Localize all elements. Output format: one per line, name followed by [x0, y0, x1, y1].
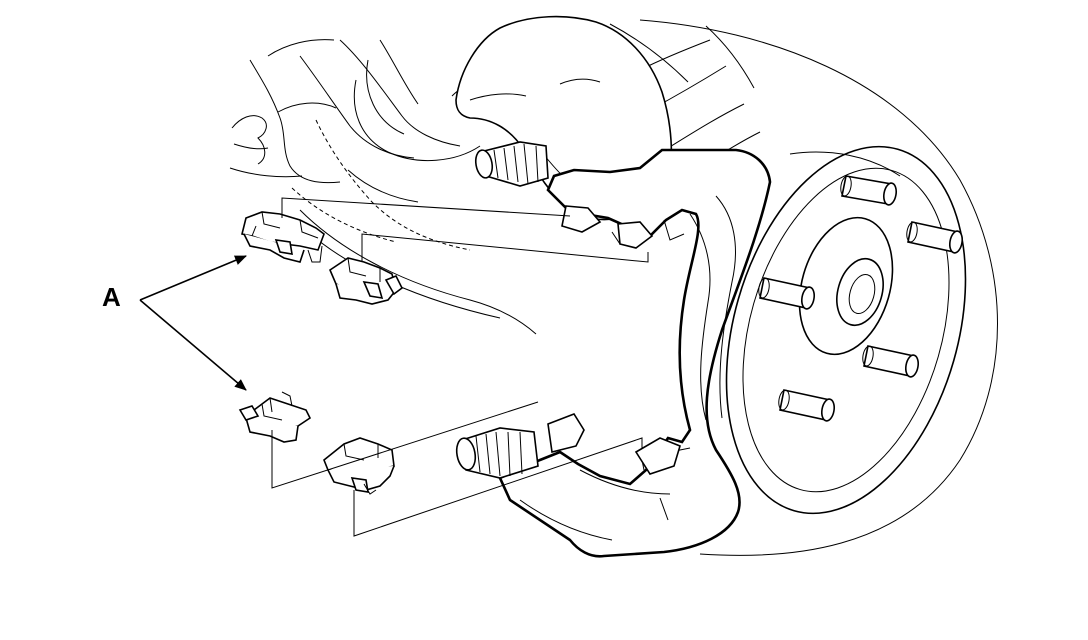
wheel-stud [906, 221, 964, 254]
wheel-stud [840, 175, 898, 206]
guide-pin-upper [474, 141, 549, 187]
callout-arrow-upper [139, 255, 247, 301]
leader-lines [271, 197, 649, 537]
pad-clip-upper-left [241, 211, 325, 263]
callout-label-a: A [102, 282, 121, 312]
wheel-stud [758, 277, 816, 310]
caliper-bracket [498, 148, 772, 558]
pad-clip-lower-right [323, 437, 395, 495]
brake-rotor [639, 19, 998, 556]
wheel-stud [862, 345, 920, 378]
wheel-stud [778, 389, 836, 422]
wheel-studs [758, 175, 964, 422]
guide-pin-lower [455, 427, 539, 479]
callout-arrow-lower [139, 299, 247, 391]
pad-clip-upper-right [329, 257, 404, 305]
callout-arrows [139, 255, 247, 391]
pad-clip-lower-left [238, 391, 312, 443]
